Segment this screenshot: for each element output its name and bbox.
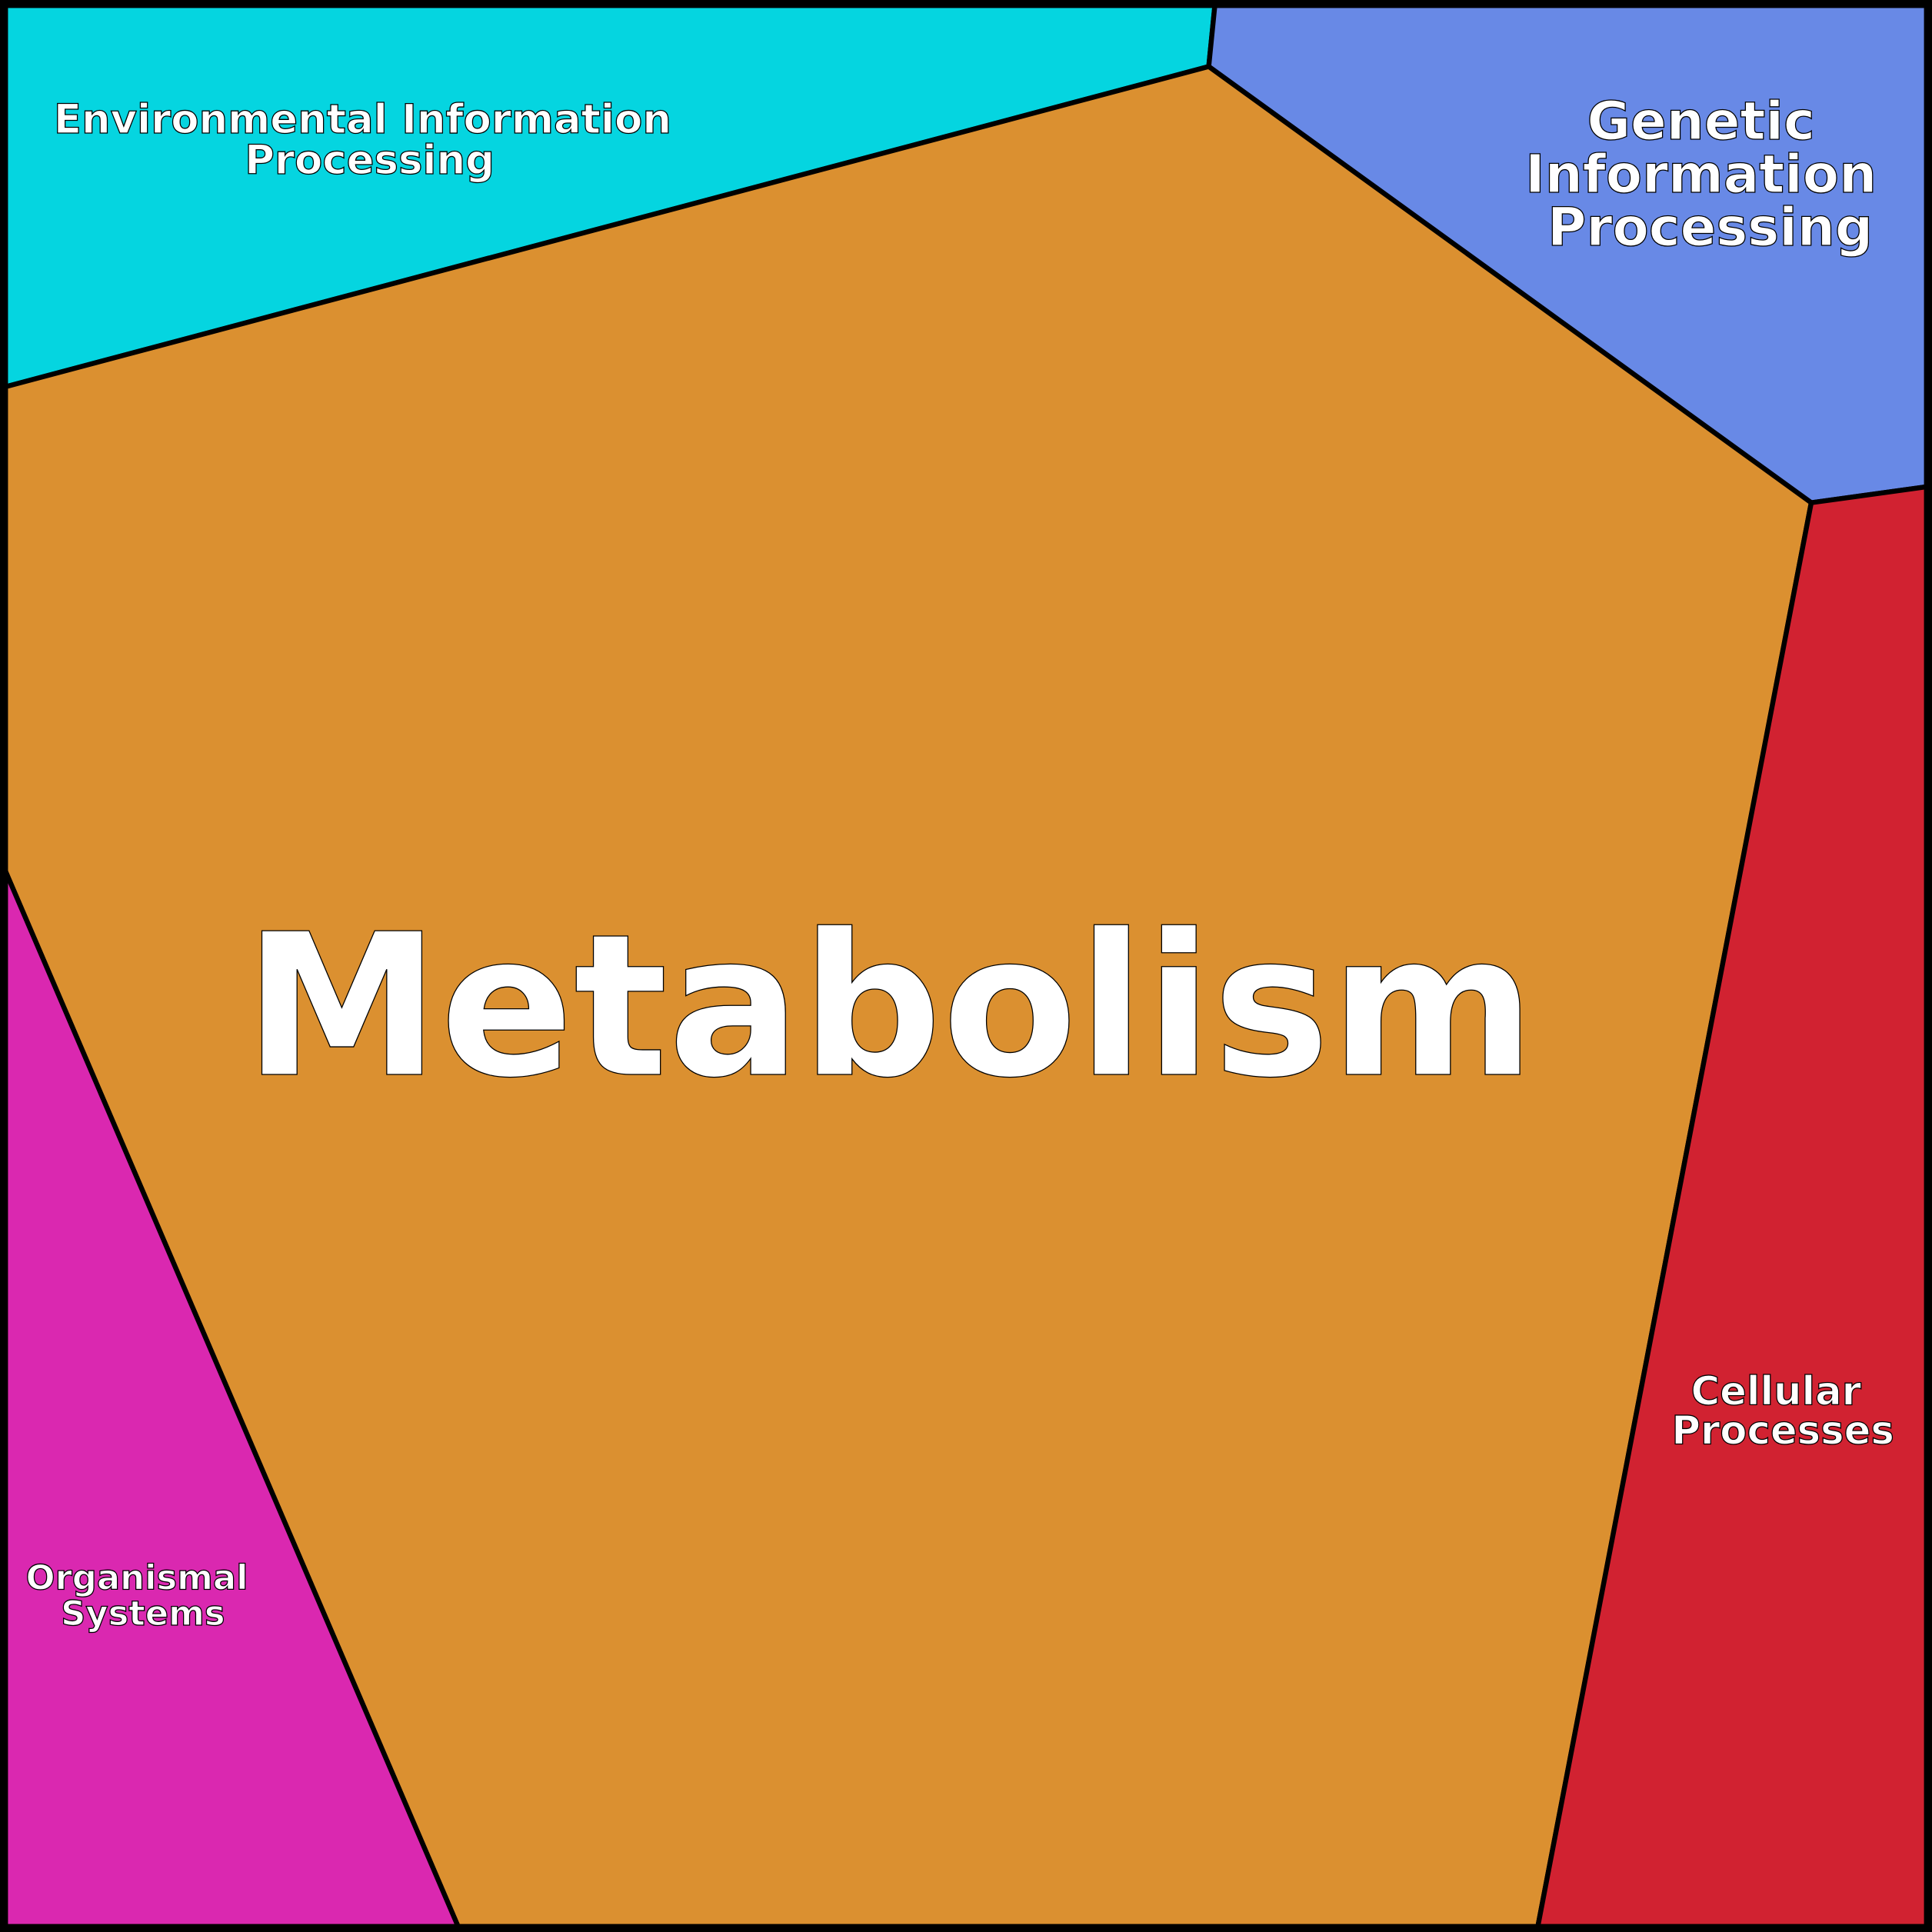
label-organismal-systems: Organismal Systems (26, 1557, 261, 1634)
label-genetic-information-processing: Genetic Information Processing (1525, 91, 1895, 258)
label-environmental-information-processing: Environmental Information Processing (54, 96, 686, 184)
label-metabolism: Metabolism (244, 892, 1535, 1121)
label-cellular-processes: Cellular Processes (1671, 1368, 1894, 1454)
